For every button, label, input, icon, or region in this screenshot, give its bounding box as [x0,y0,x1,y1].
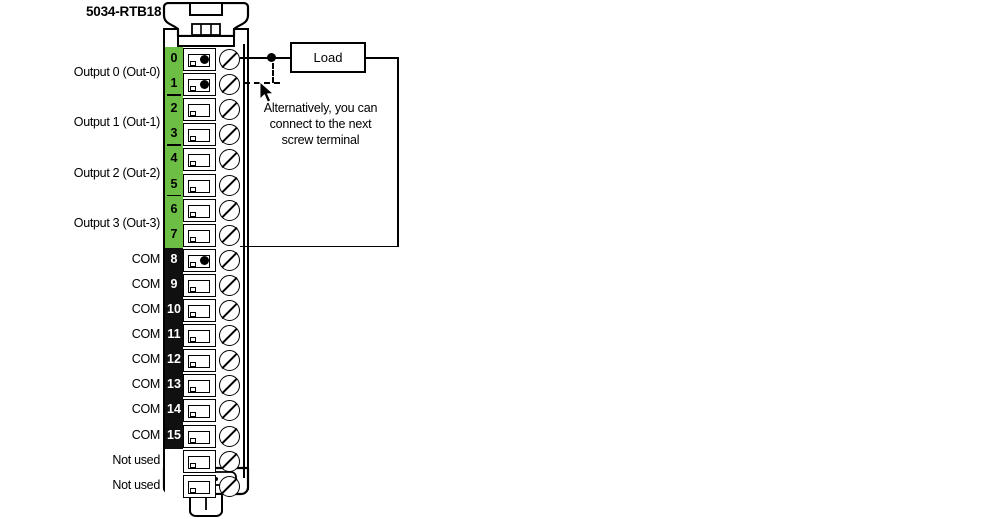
terminal-number-10[interactable]: 10 [167,302,181,316]
terminal-number-12[interactable]: 12 [167,352,181,367]
output-label-3: Output 3 (Out-3) [73,215,161,230]
terminal-number-4[interactable]: 4 [170,151,178,166]
terminal-label-12: COM [131,352,161,367]
terminal-number-1[interactable]: 1 [170,76,178,91]
terminal-clamp-unused-16[interactable] [183,449,216,473]
terminal-pair-separator [167,194,181,197]
screw-terminal-5[interactable] [219,174,240,196]
screw-terminal-4[interactable] [219,149,240,171]
screw-terminal-3[interactable] [219,124,240,146]
terminal-clamp-1[interactable] [183,73,216,97]
diagram-title: 5034-RTB18 [86,4,162,19]
terminal-label-11: COM [131,327,161,342]
wire-load-to-right-bus [364,57,399,59]
mouse-cursor-icon [259,81,274,103]
wire-dot-icon [200,255,209,265]
screw-terminal-0[interactable] [219,49,240,70]
wire-out0-to-load [240,57,292,59]
terminal-label-8: COM [131,251,161,266]
wire-junction-dot [267,53,276,62]
terminal-clamp-12[interactable] [183,349,216,373]
terminal-label-14: COM [131,402,161,417]
output-label-1: Output 1 (Out-1) [73,115,161,130]
screw-terminal-9[interactable] [219,274,240,296]
terminal-clamp-4[interactable] [183,148,216,172]
screw-terminal-15[interactable] [219,425,240,447]
wire-dot-icon [200,55,209,64]
terminal-clamp-5[interactable] [183,173,216,197]
terminal-clamp-15[interactable] [183,424,216,448]
screw-terminal-2[interactable] [219,99,240,121]
annotation-line-1: Alternatively, you can [263,101,378,115]
screw-terminal-14[interactable] [219,400,240,422]
terminal-number-15[interactable]: 15 [167,427,181,442]
output-label-0: Output 0 (Out-0) [73,65,161,80]
terminal-number-6[interactable]: 6 [170,201,178,216]
screw-terminal-10[interactable] [219,300,240,321]
terminal-number-7[interactable]: 7 [170,226,178,241]
wire-dot-icon [200,80,209,90]
terminal-label-unused-16: Not used [112,452,160,467]
terminal-number-11[interactable]: 11 [167,327,181,342]
annotation-line-2: connect to the next [269,117,372,131]
terminal-clamp-9[interactable] [183,273,216,297]
terminal-label-13: COM [131,377,161,392]
screw-terminal-unused-17[interactable] [219,475,240,497]
terminal-label-unused-17: Not used [112,477,160,492]
terminal-number-5[interactable]: 5 [170,176,178,191]
module-top-cap [162,2,250,47]
terminal-label-9: COM [131,276,161,291]
screw-terminal-6[interactable] [219,199,240,221]
terminal-clamp-3[interactable] [183,123,216,147]
alternate-connection-dashed-v [271,63,274,83]
terminal-label-10: COM [131,302,161,316]
terminal-pair-separator [167,144,181,146]
terminal-number-13[interactable]: 13 [167,377,181,392]
terminal-number-8[interactable]: 8 [170,251,178,266]
output-label-2: Output 2 (Out-2) [73,165,161,180]
load-label: Load [313,50,343,65]
screw-terminal-8[interactable] [219,249,240,271]
module-rail-outer [247,44,249,478]
terminal-clamp-2[interactable] [183,98,216,122]
terminal-strip-common [165,247,183,449]
terminal-strip-output [165,47,183,248]
screw-terminal-13[interactable] [219,375,240,397]
terminal-strip-unused [165,448,183,499]
screw-terminal-11[interactable] [219,325,240,347]
terminal-number-9[interactable]: 9 [170,276,178,291]
terminal-number-14[interactable]: 14 [167,402,181,417]
annotation-line-3: screw terminal [281,133,360,147]
terminal-clamp-11[interactable] [183,324,216,348]
load-box: Load [290,42,366,73]
terminal-clamp-7[interactable] [183,223,216,247]
terminal-number-2[interactable]: 2 [170,101,178,116]
terminal-clamp-10[interactable] [183,299,216,322]
terminal-pair-separator [167,94,181,96]
wire-return-to-com8 [240,245,399,248]
terminal-clamp-6[interactable] [183,198,216,222]
screw-terminal-7[interactable] [219,224,240,246]
terminal-number-3[interactable]: 3 [170,126,178,141]
terminal-clamp-14[interactable] [183,399,216,423]
annotation-text: Alternatively, you can connect to the ne… [248,100,393,148]
terminal-clamp-13[interactable] [183,374,216,398]
screw-terminal-1[interactable] [219,74,240,96]
terminal-number-0[interactable]: 0 [170,51,178,65]
screw-terminal-unused-16[interactable] [219,450,240,472]
screw-terminal-12[interactable] [219,350,240,372]
terminal-clamp-0[interactable] [183,48,216,71]
terminal-clamp-8[interactable] [183,248,216,272]
wire-right-bus-vertical [397,57,399,247]
terminal-label-15: COM [131,427,161,442]
terminal-clamp-unused-17[interactable] [183,474,216,498]
module-rail-inner [243,44,245,478]
alternate-connection-dashed-h [244,82,280,84]
